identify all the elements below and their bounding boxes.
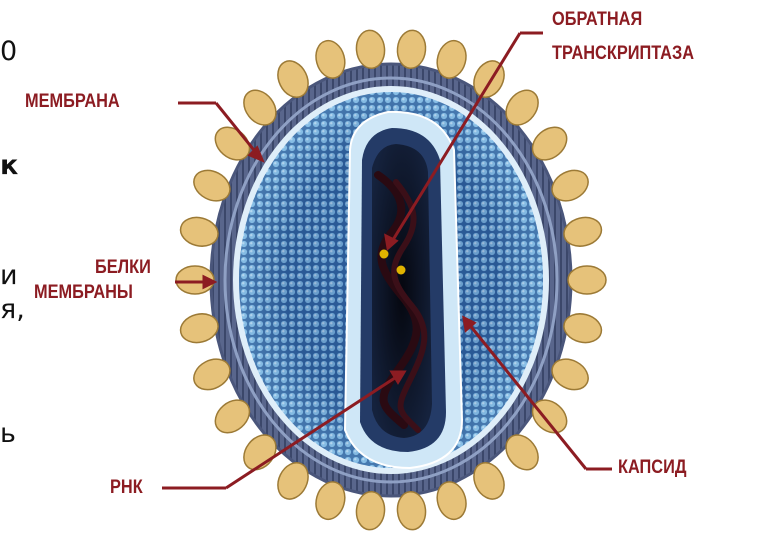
- label-membrane-proteins-line2: МЕМБРАНЫ: [34, 283, 133, 303]
- label-membrane-proteins-line1: БЕЛКИ: [95, 258, 151, 278]
- label-reverse-transcriptase-line1: ОБРАТНАЯ: [552, 10, 642, 30]
- surface-protein-knob: [568, 266, 606, 294]
- label-capsid: КАПСИД: [618, 458, 686, 478]
- label-membrane: МЕМБРАНА: [25, 92, 120, 112]
- label-reverse-transcriptase-line2: ТРАНСКРИПТАЗА: [552, 44, 694, 64]
- reverse-transcriptase-dot-2: [397, 266, 406, 275]
- label-rna: РНК: [110, 478, 143, 498]
- reverse-transcriptase-dot-1: [380, 250, 389, 259]
